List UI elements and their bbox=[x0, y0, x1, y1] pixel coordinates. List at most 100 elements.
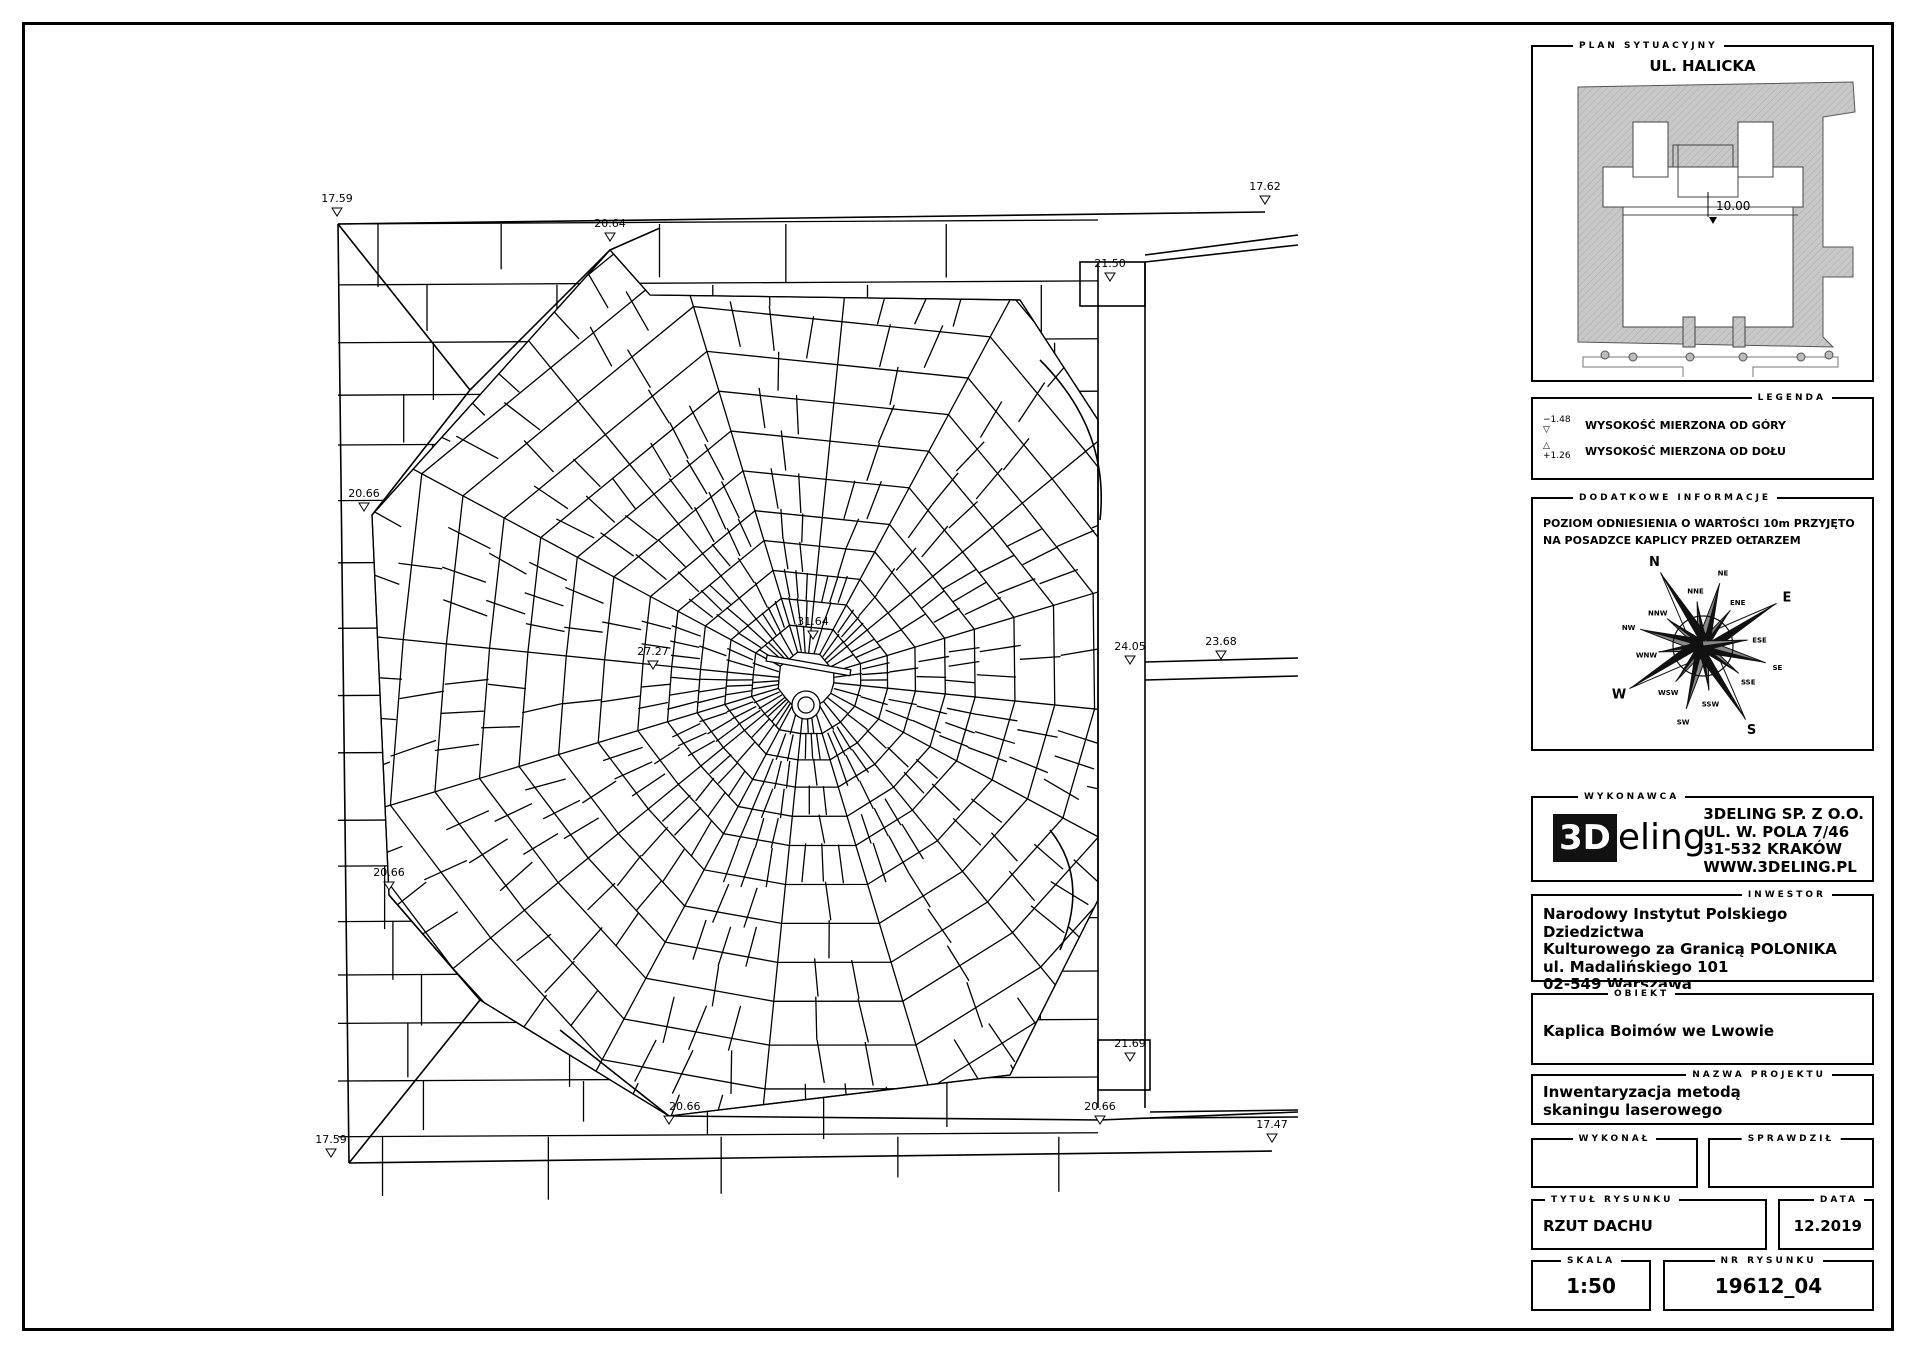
web-joint bbox=[1043, 778, 1080, 801]
web-joint bbox=[920, 590, 945, 610]
web-joint bbox=[860, 814, 872, 844]
web-joint bbox=[945, 679, 975, 684]
web-joint bbox=[720, 481, 740, 519]
elevation-marker-bottom-right: 20.66 bbox=[1084, 1100, 1116, 1125]
date-panel: DATA 12.2019 bbox=[1778, 1193, 1874, 1250]
web-joint bbox=[667, 700, 698, 710]
web-joint bbox=[979, 401, 1003, 438]
web-joint bbox=[821, 601, 832, 629]
drawing-title-value: RZUT DACHU bbox=[1543, 1217, 1653, 1235]
web-joint bbox=[877, 404, 895, 444]
elevation-marker-left-lower: 20.66 bbox=[373, 866, 405, 891]
object-name: Kaplica Boimów we Lwowie bbox=[1543, 1022, 1775, 1040]
object-panel: OBIEKT Kaplica Boimów we Lwowie bbox=[1531, 987, 1874, 1065]
compass-point-dark bbox=[1660, 572, 1712, 646]
elevation-labels: 17.5920.6417.6221.5020.6627.2731.6424.05… bbox=[315, 180, 1288, 1158]
web-joint bbox=[1086, 785, 1098, 797]
web-joint bbox=[731, 705, 757, 720]
web-joint bbox=[715, 724, 739, 743]
web-joint bbox=[768, 305, 775, 351]
web-joint bbox=[690, 820, 713, 857]
web-joint bbox=[861, 662, 890, 670]
elevation-marker-left-upper: 20.66 bbox=[348, 487, 380, 512]
web-joint bbox=[401, 418, 451, 442]
web-joint bbox=[542, 799, 581, 820]
web-joint bbox=[677, 732, 707, 747]
web-joint bbox=[857, 998, 870, 1043]
web-joint bbox=[955, 441, 985, 472]
web-joint bbox=[815, 733, 821, 760]
web-joint bbox=[516, 933, 552, 962]
web-joint bbox=[727, 770, 746, 797]
web-joint bbox=[837, 609, 855, 634]
web-joint bbox=[843, 622, 864, 643]
elevation-marker-lantern: 31.64 bbox=[797, 615, 829, 640]
web-rib bbox=[833, 682, 1098, 733]
web-joint bbox=[931, 783, 961, 811]
web-joint bbox=[946, 945, 970, 982]
investor-panel: INWESTOR Narodowy Instytut Polskiego Dzi… bbox=[1531, 888, 1874, 993]
web-joint bbox=[737, 557, 755, 583]
web-joint bbox=[660, 1094, 681, 1116]
web-joint bbox=[488, 552, 527, 575]
elevation-value: 20.66 bbox=[373, 866, 405, 879]
web-joint bbox=[434, 743, 480, 752]
web-joint bbox=[698, 687, 727, 693]
web-rib bbox=[415, 696, 786, 1000]
elevation-marker-strip-bottom: 21.69 bbox=[1114, 1037, 1146, 1062]
web-joint bbox=[758, 387, 766, 429]
web-joint bbox=[824, 881, 832, 921]
elevation-triangle-icon bbox=[1124, 1052, 1136, 1062]
web-joint bbox=[694, 506, 715, 543]
web-joint bbox=[939, 734, 969, 748]
web-joint bbox=[829, 575, 839, 603]
web-joint bbox=[1018, 382, 1046, 423]
web-joint bbox=[677, 571, 700, 593]
web-joint bbox=[822, 786, 828, 816]
lantern-ring bbox=[791, 690, 821, 720]
dome-web bbox=[371, 249, 1279, 1117]
compass-point-light bbox=[1701, 639, 1748, 647]
elevation-down-symbol: −1.48▽ bbox=[1543, 415, 1571, 435]
web-joint bbox=[708, 491, 727, 530]
web-joint bbox=[1148, 506, 1188, 526]
web-joint bbox=[634, 1039, 657, 1082]
web-joint bbox=[779, 788, 785, 819]
web-joint bbox=[770, 468, 779, 509]
web-joint bbox=[903, 771, 925, 794]
web-joint bbox=[946, 707, 978, 716]
elevation-triangle-icon bbox=[358, 502, 370, 512]
web-joint bbox=[850, 638, 875, 653]
lantern-inner bbox=[797, 696, 815, 714]
elevation-triangle-icon bbox=[1259, 195, 1271, 205]
web-joint bbox=[858, 593, 878, 617]
eave-line bbox=[668, 1115, 1101, 1121]
web-joint bbox=[740, 847, 756, 888]
web-joint bbox=[1054, 755, 1095, 770]
compass-label: WSW bbox=[1658, 689, 1679, 697]
web-joint bbox=[1229, 779, 1279, 788]
web-joint bbox=[1010, 1064, 1035, 1112]
web-joint bbox=[916, 705, 947, 715]
web-joint bbox=[927, 250, 941, 282]
web-joint bbox=[743, 887, 758, 928]
web-joint bbox=[774, 600, 786, 628]
web-joint bbox=[641, 643, 671, 649]
web-joint bbox=[805, 600, 808, 627]
web-joint bbox=[927, 908, 952, 944]
ledge-line bbox=[1144, 657, 1299, 663]
web-joint bbox=[661, 794, 691, 822]
web-joint bbox=[889, 667, 919, 673]
roof-edge-left bbox=[337, 223, 350, 1164]
web-joint bbox=[966, 982, 984, 1028]
web-joint bbox=[1076, 310, 1098, 352]
web-joint bbox=[851, 749, 870, 774]
site-plan-image: 10.00 bbox=[1577, 81, 1856, 377]
elevation-triangle-icon bbox=[383, 881, 395, 891]
web-joint bbox=[901, 823, 924, 860]
elevation-value: 23.68 bbox=[1205, 635, 1237, 648]
web-joint bbox=[726, 527, 741, 557]
web-joint bbox=[1022, 546, 1059, 566]
web-joint bbox=[775, 733, 787, 761]
